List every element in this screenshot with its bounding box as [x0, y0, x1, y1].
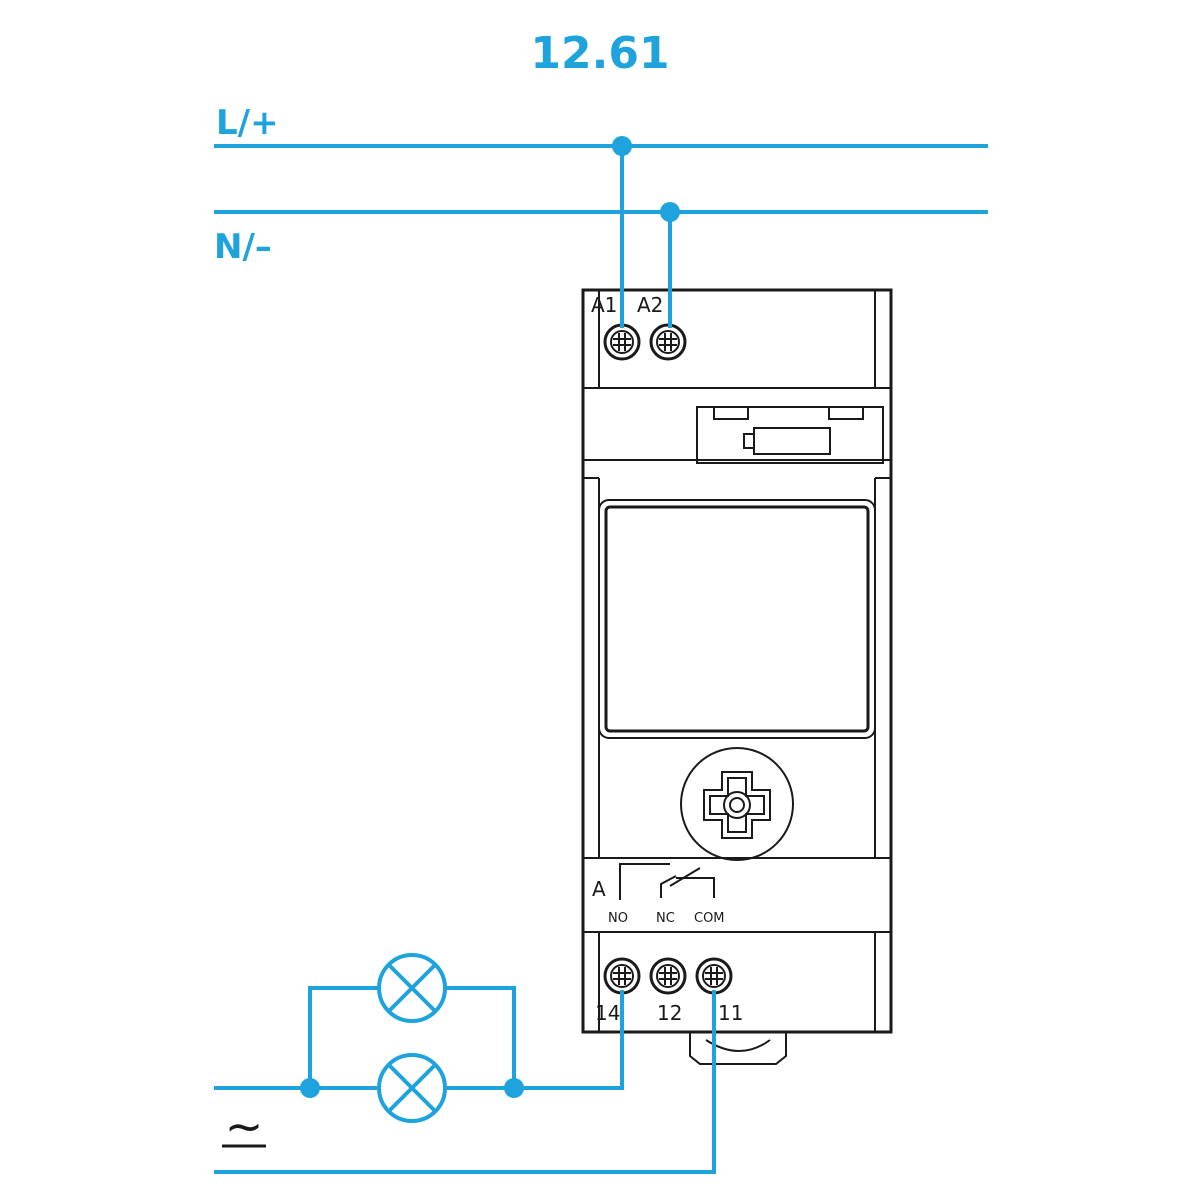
terminal-label-a1: A1	[591, 293, 617, 317]
din-clip	[689, 1032, 787, 1065]
terminal-label-a2: A2	[637, 293, 663, 317]
line-label: L/+	[216, 103, 279, 143]
contact-term-nc: NC	[656, 911, 675, 926]
terminal-label-12: 12	[657, 1001, 682, 1025]
diagram-title: 12.61	[530, 28, 669, 79]
load-circuit	[214, 953, 716, 1174]
device-outline	[581, 288, 893, 1034]
contact-term-no: NO	[608, 911, 628, 926]
terminal-label-11: 11	[718, 1001, 743, 1025]
screw-12-icon	[649, 957, 687, 995]
junction-node	[612, 136, 632, 156]
ac-symbol: ~	[225, 1099, 264, 1153]
screw-a1-icon	[603, 323, 641, 361]
setting-knob-icon[interactable]	[680, 747, 794, 861]
contact-symbol-icon	[619, 863, 715, 900]
display-screen	[604, 505, 870, 733]
relay-device: A NO NC COM A1 A2 14 12 11	[581, 288, 893, 1065]
screw-11-icon	[695, 957, 733, 995]
junction-node	[504, 1078, 524, 1098]
ac-symbol-icon: ~	[222, 1099, 266, 1153]
contact-term-com: COM	[694, 911, 725, 926]
label-clip	[696, 406, 884, 464]
screw-a2-icon	[649, 323, 687, 361]
neutral-label: N/–	[214, 227, 272, 267]
contact-label: A	[592, 877, 606, 901]
display-window	[598, 499, 876, 739]
terminal-label-14: 14	[595, 1001, 620, 1025]
screw-14-icon	[603, 957, 641, 995]
lamp-icon	[377, 953, 447, 1023]
junction-node	[660, 202, 680, 222]
lamp-icon	[377, 1053, 447, 1123]
junction-node	[300, 1078, 320, 1098]
wire-lamp-branch-top	[308, 986, 516, 1090]
